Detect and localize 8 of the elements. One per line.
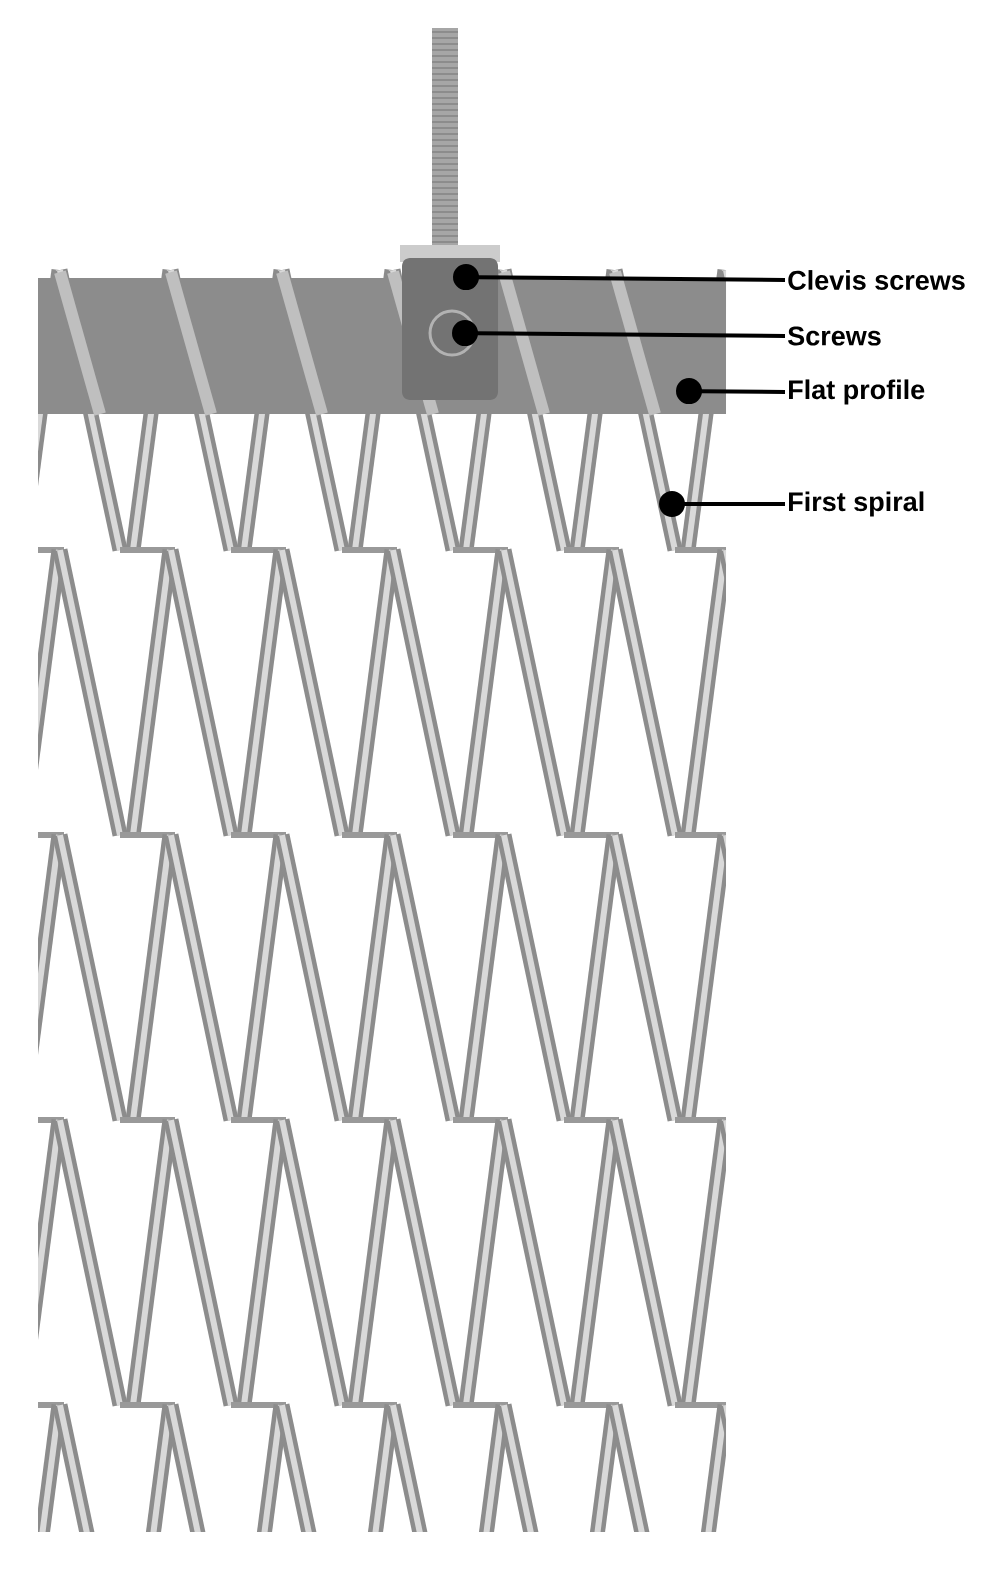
part-label: Screws [788, 326, 881, 346]
part-label: First spiral [789, 491, 924, 517]
part-label: Flat profile [789, 379, 925, 405]
leader-line [659, 491, 785, 517]
leader-line [452, 320, 786, 347]
leader-line [453, 264, 786, 291]
part-label: Clevis screws [788, 270, 965, 290]
leader-line [676, 378, 786, 405]
